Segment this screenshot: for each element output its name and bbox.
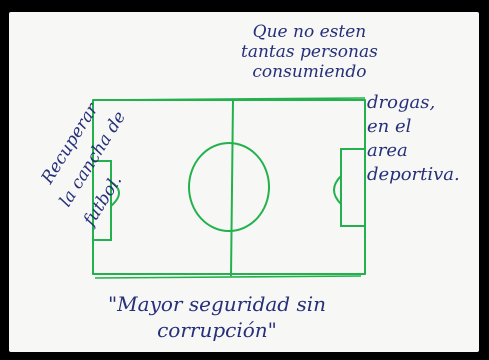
center-circle <box>188 142 270 232</box>
note-top: Que no esten tantas personas consumiendo <box>241 24 378 84</box>
note-right-line-3: area <box>367 140 408 161</box>
note-top-line-3: consumiendo <box>252 62 367 82</box>
paper-sheet: Recuperar la cancha de futbol. Que no es… <box>9 12 479 352</box>
field-boundary-bottom-sketch <box>94 275 362 279</box>
note-top-line-2: tantas personas <box>241 42 378 62</box>
right-penalty-arc <box>333 175 342 205</box>
field-boundary-top-sketch <box>92 97 366 101</box>
note-left: Recuperar la cancha de futbol. <box>13 100 130 229</box>
left-penalty-box <box>93 160 112 241</box>
soccer-field-drawing <box>92 97 366 279</box>
note-bottom: "Mayor seguridad sin corrupción" <box>87 294 347 346</box>
note-top-line-1: Que no esten <box>252 22 367 42</box>
note-bottom-line-2: corrupción" <box>157 318 277 342</box>
note-bottom-line-1: "Mayor seguridad sin <box>107 292 327 316</box>
field-boundary <box>92 99 366 275</box>
field-midline <box>230 99 234 277</box>
note-right-line-1: drogas, <box>367 92 436 113</box>
note-right: drogas, en el area deportiva. <box>367 94 460 190</box>
note-right-line-2: en el <box>367 116 412 137</box>
right-penalty-box <box>340 148 365 227</box>
note-right-line-4: deportiva. <box>367 164 460 185</box>
left-penalty-arc <box>110 181 120 207</box>
